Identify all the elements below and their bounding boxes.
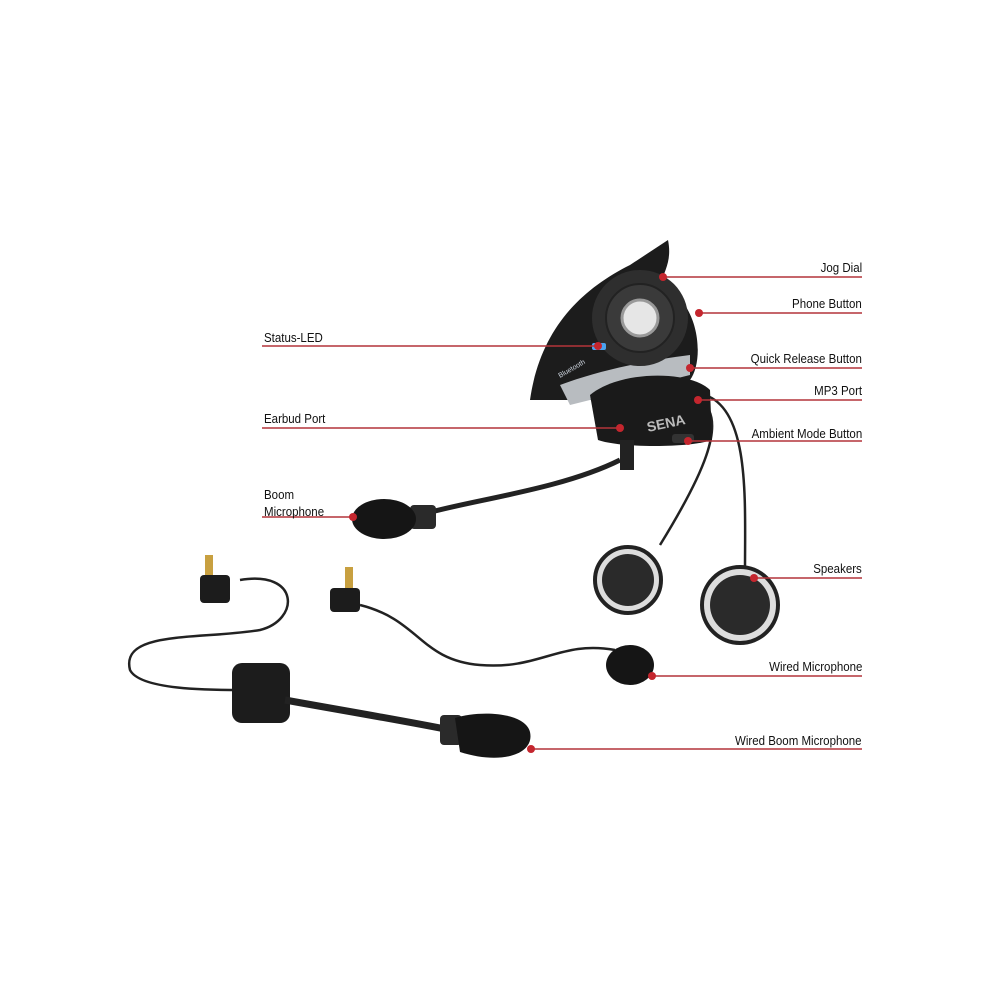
label-jog-dial: Jog Dial — [820, 261, 862, 275]
label-earbud-port: Earbud Port — [264, 412, 326, 426]
leader-lines — [262, 276, 862, 750]
cables — [127, 393, 747, 692]
boom-arm — [419, 457, 622, 518]
label-wired-boom-microphone: Wired Boom Microphone — [735, 734, 862, 748]
speaker-left — [593, 545, 663, 615]
label-status-led: Status-LED — [264, 331, 323, 345]
label-phone-button: Phone Button — [792, 297, 862, 311]
label-quick-release-button: Quick Release Button — [750, 352, 862, 366]
label-ambient-mode-button: Ambient Mode Button — [751, 427, 862, 441]
boom-microphone-foam — [352, 499, 416, 539]
headset-unit: Bluetooth SENA — [530, 240, 712, 470]
speaker-right — [700, 565, 780, 645]
label-mp3-port: MP3 Port — [814, 384, 862, 398]
wired-boom-base — [232, 663, 290, 723]
label-boom-microphone: Boom Microphone — [264, 488, 325, 519]
wired-boom-microphone-foam — [455, 713, 531, 758]
sena-logo: SENA — [645, 411, 686, 435]
boom-connector — [410, 505, 436, 529]
callout-dots — [349, 273, 758, 753]
label-speakers: Speakers — [813, 562, 862, 576]
connector-plugs — [200, 555, 360, 612]
wired-microphone-foam — [606, 645, 654, 685]
label-wired-microphone: Wired Microphone — [768, 660, 862, 674]
